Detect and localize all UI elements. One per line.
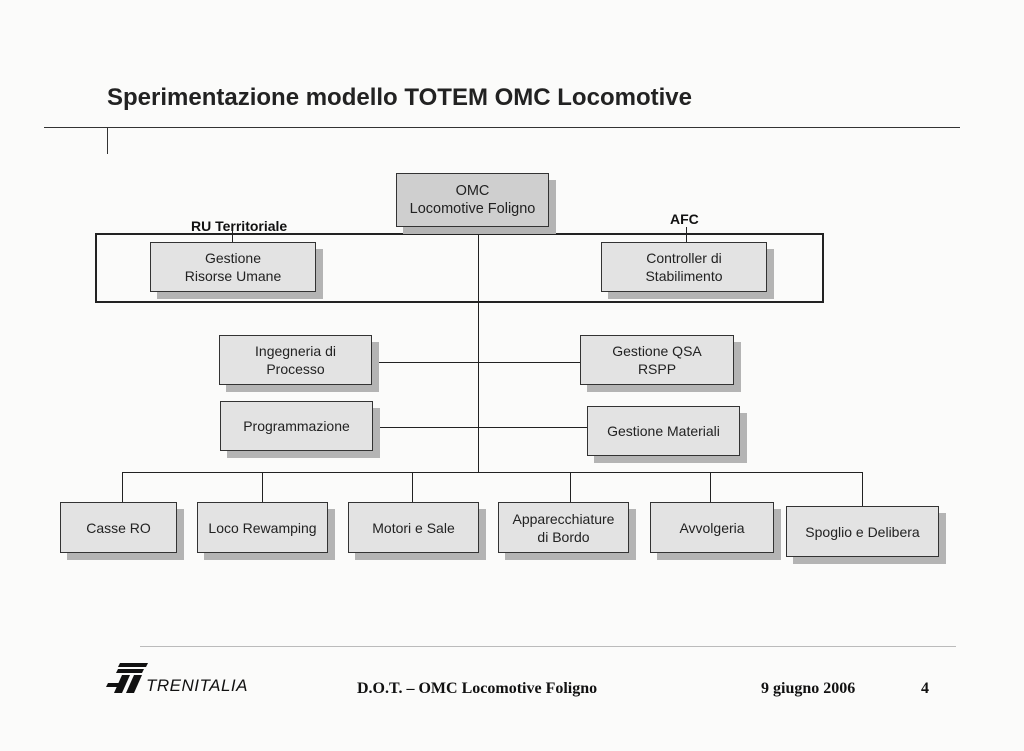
page-title: Sperimentazione modello TOTEM OMC Locomo… bbox=[107, 84, 692, 111]
root-connector-line bbox=[478, 228, 479, 473]
unit-drop-line bbox=[570, 472, 571, 502]
title-divider bbox=[44, 127, 960, 128]
trenitalia-logo-icon bbox=[106, 663, 148, 693]
footer-divider bbox=[140, 646, 956, 647]
group-label-afc: AFC bbox=[670, 211, 699, 227]
unit-drop-line bbox=[710, 472, 711, 502]
group-label-ru-territoriale: RU Territoriale bbox=[191, 218, 288, 234]
org-box-ingegneria-processo: Ingegneria di Processo bbox=[219, 335, 372, 385]
footer-center-text: D.O.T. – OMC Locomotive Foligno bbox=[357, 680, 598, 697]
units-bus-line bbox=[122, 472, 863, 473]
org-box-root: OMC Locomotive Foligno bbox=[396, 173, 549, 227]
org-box-gestione-risorse-umane: Gestione Risorse Umane bbox=[150, 242, 316, 292]
org-box-programmazione: Programmazione bbox=[220, 401, 373, 451]
org-box-gestione-qsa: Gestione QSA RSPP bbox=[580, 335, 734, 385]
ru-connector-line bbox=[232, 229, 233, 242]
org-box-apparecchiature-bordo: Apparecchiature di Bordo bbox=[498, 502, 629, 553]
footer-date: 9 giugno 2006 bbox=[761, 680, 856, 697]
title-divider-tick bbox=[107, 128, 108, 154]
unit-drop-line bbox=[862, 472, 863, 506]
brand-name: TRENITALIA bbox=[146, 676, 248, 695]
org-box-spoglio-delibera: Spoglio e Delibera bbox=[786, 506, 939, 557]
staff-connector-line-1 bbox=[372, 362, 582, 363]
org-box-avvolgeria: Avvolgeria bbox=[650, 502, 774, 553]
staff-connector-line-2 bbox=[372, 427, 588, 428]
org-box-motori-sale: Motori e Sale bbox=[348, 502, 479, 553]
unit-drop-line bbox=[122, 472, 123, 502]
unit-drop-line bbox=[262, 472, 263, 502]
unit-drop-line bbox=[412, 472, 413, 502]
org-box-controller-stabilimento: Controller di Stabilimento bbox=[601, 242, 767, 292]
org-box-gestione-materiali: Gestione Materiali bbox=[587, 406, 740, 456]
staff-group-frame bbox=[95, 233, 824, 303]
page-number: 4 bbox=[921, 680, 929, 697]
org-box-loco-rewamping: Loco Rewamping bbox=[197, 502, 328, 553]
org-box-casse-ro: Casse RO bbox=[60, 502, 177, 553]
